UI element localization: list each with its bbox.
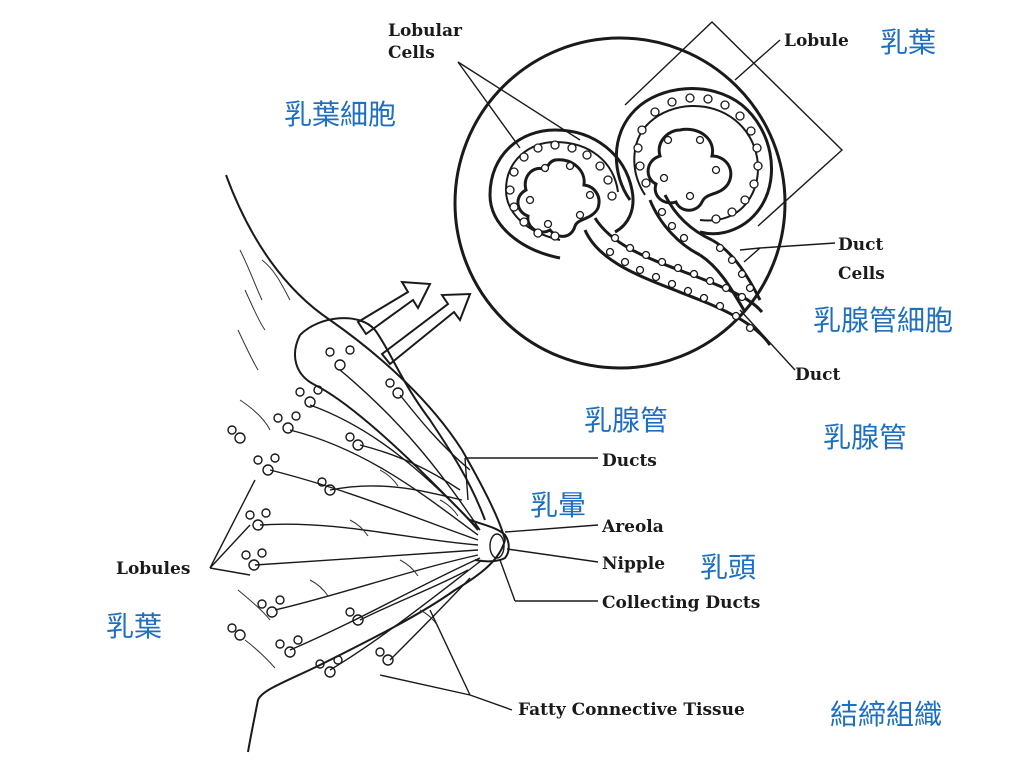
magnify-arrow [356,280,472,366]
english-labels: Lobular Cells Lobule Duct Cells Duct Duc… [116,21,885,720]
label-collecting-ducts: Collecting Ducts [602,593,760,613]
jp-label-lobule: 乳葉 [880,26,936,59]
label-lobular-cells-line1: Lobular [388,21,463,41]
label-lobules: Lobules [116,559,190,579]
label-nipple: Nipple [602,554,665,574]
label-lobular-cells-line2: Cells [388,43,435,63]
magnified-view [453,21,844,370]
jp-label-nipple: 乳頭 [700,551,756,584]
label-ducts: Ducts [602,451,657,471]
label-lobule: Lobule [784,31,849,51]
label-duct: Duct [795,365,840,385]
leader-lines [209,39,836,711]
left-lobule [488,128,635,260]
right-lobule [614,87,774,236]
label-duct-cells-line2: Cells [838,264,885,284]
breast-ducts [254,317,486,671]
japanese-labels: 乳葉細胞 乳葉 乳腺管細胞 乳腺管 乳腺管 乳暈 乳頭 乳葉 結締組織 [106,26,953,731]
jp-label-lobules: 乳葉 [106,610,162,643]
jp-label-lobular-cells: 乳葉細胞 [284,98,396,131]
label-duct-cells-line1: Duct [838,235,883,255]
jp-label-ducts-center: 乳腺管 [584,404,668,437]
label-fatty-connective-tissue: Fatty Connective Tissue [518,700,745,720]
jp-label-duct-cells: 乳腺管細胞 [813,304,953,337]
nipple-shape [469,519,510,563]
jp-label-ducts-right: 乳腺管 [823,421,907,454]
magnified-ducts [583,194,772,346]
jp-label-fatty-tissue: 結締組織 [830,698,942,731]
jp-label-areola: 乳暈 [530,489,586,522]
breast-lobules [227,345,459,678]
label-areola: Areola [601,517,664,537]
